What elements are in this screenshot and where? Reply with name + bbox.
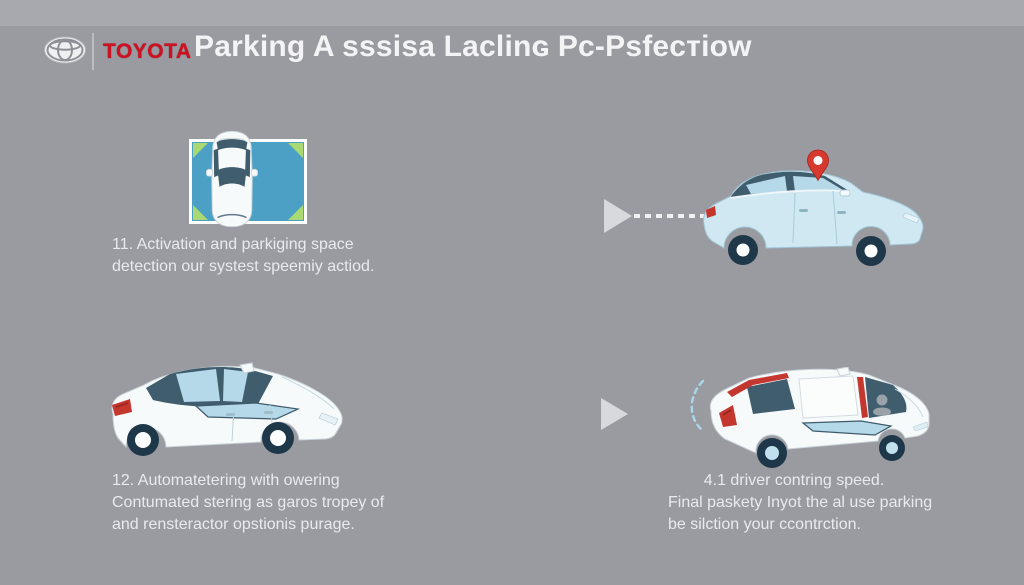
corner-marker-top-right	[288, 143, 303, 158]
header-band	[0, 0, 1024, 26]
right-mirror	[250, 168, 258, 177]
three-quarter-view-car-icon	[111, 362, 343, 456]
corner-marker-bottom-right	[288, 205, 303, 220]
step3-caption: 12. Automatetering with owering Contumat…	[112, 470, 384, 536]
right-arrow-icon	[601, 398, 628, 430]
side-mirror	[239, 362, 255, 374]
caption-line: detection our systest speemiy actiod.	[112, 258, 375, 275]
driver-figure	[876, 394, 888, 406]
caption-line: be silction your ccontrction.	[668, 516, 861, 533]
side-mirror	[839, 189, 851, 197]
top-view-driving-car-icon	[690, 367, 930, 468]
dashed-path-line	[634, 214, 704, 218]
caption-line: 11. Activation and parkiging space	[112, 236, 354, 253]
caption-line: 4.1 driver contring speed.	[703, 472, 885, 489]
red-windshield-stripe	[857, 377, 868, 418]
reverse-path-arc	[690, 379, 705, 433]
caption-line: and rensteractor opstionis purage.	[112, 516, 355, 533]
page-title: Parking A sssisa Laclinɢ Pc-Psfecтiow	[194, 30, 752, 63]
corner-marker-bottom-left	[193, 205, 208, 220]
top-view-car-icon	[206, 130, 258, 228]
headlight	[902, 212, 920, 224]
side-mirror	[836, 367, 851, 377]
step4-caption: 4.1 driver contring speed. Final paskety…	[668, 470, 933, 536]
caption-line: Final paskety Inyot the al use parking	[668, 494, 933, 511]
right-arrow-icon	[604, 199, 632, 233]
location-pin-icon	[807, 149, 829, 182]
corner-marker-top-left	[193, 143, 208, 158]
step1-caption: 11. Activation and parkiging space detec…	[112, 234, 374, 278]
left-mirror	[206, 168, 214, 177]
roof-panel	[798, 375, 859, 419]
headlight	[318, 412, 339, 426]
header-divider	[92, 33, 94, 70]
red-roof-stripe	[727, 373, 789, 397]
taillight	[706, 206, 716, 218]
taillight	[719, 405, 737, 427]
toyota-logo-icon	[44, 36, 86, 64]
headlight	[912, 421, 929, 432]
caption-line: 12. Automatetering with owering	[112, 472, 340, 489]
brand-wordmark: TOYOTA	[103, 40, 192, 63]
caption-line: Contumated stering as garos tropey of	[112, 494, 385, 511]
